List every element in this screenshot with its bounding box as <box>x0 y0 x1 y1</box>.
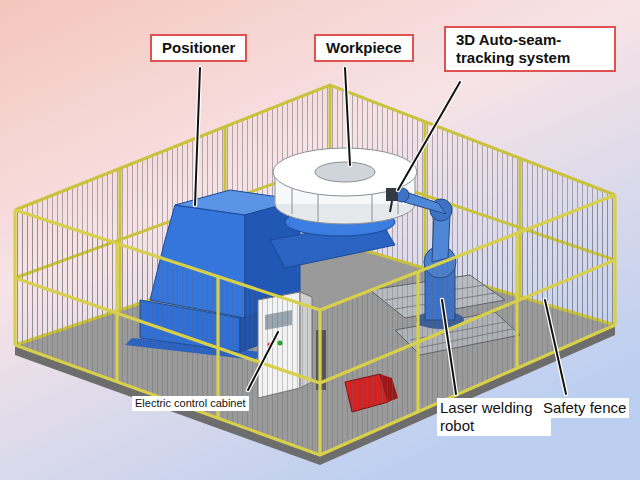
leader-line <box>345 68 350 165</box>
leader-halo <box>545 300 566 394</box>
part-label: Laser welding robot <box>437 398 551 436</box>
front-fence <box>13 210 16 345</box>
front-fence <box>115 243 118 382</box>
leader-halo <box>345 68 350 165</box>
front-fence <box>416 272 419 412</box>
front-fence <box>15 210 320 455</box>
part-label: Electric control cabinet <box>132 396 249 411</box>
leader-line <box>442 300 456 394</box>
back-fence <box>15 85 615 210</box>
welding-robot <box>390 201 392 212</box>
front-fence <box>613 195 616 325</box>
front-fence <box>318 310 321 455</box>
callout-box: Workpiece <box>314 34 414 62</box>
leader-halo <box>195 68 566 394</box>
workpiece <box>315 162 375 182</box>
leader-line <box>195 68 200 205</box>
callout-box: Positioner <box>150 34 247 62</box>
callout-text: 3D Auto-seam-tracking system <box>456 31 604 67</box>
leader-halo <box>248 332 278 390</box>
callout-box: 3D Auto-seam-tracking system <box>444 26 616 72</box>
leader-line <box>195 68 566 394</box>
callout-text: Positioner <box>162 39 235 57</box>
front-fence <box>15 325 615 455</box>
front-fence <box>15 195 615 455</box>
front-fence <box>515 233 518 368</box>
leader-line <box>398 82 460 190</box>
leader-line <box>545 300 566 394</box>
front-fence <box>15 195 615 310</box>
leader-halo <box>195 68 200 205</box>
callout-text: Workpiece <box>326 39 402 57</box>
leader-halo <box>442 300 456 394</box>
front-fence <box>15 195 615 455</box>
leader-halo <box>398 82 460 190</box>
leader-line <box>248 332 278 390</box>
part-label: Safety fence <box>540 398 629 418</box>
workpiece <box>273 148 417 224</box>
